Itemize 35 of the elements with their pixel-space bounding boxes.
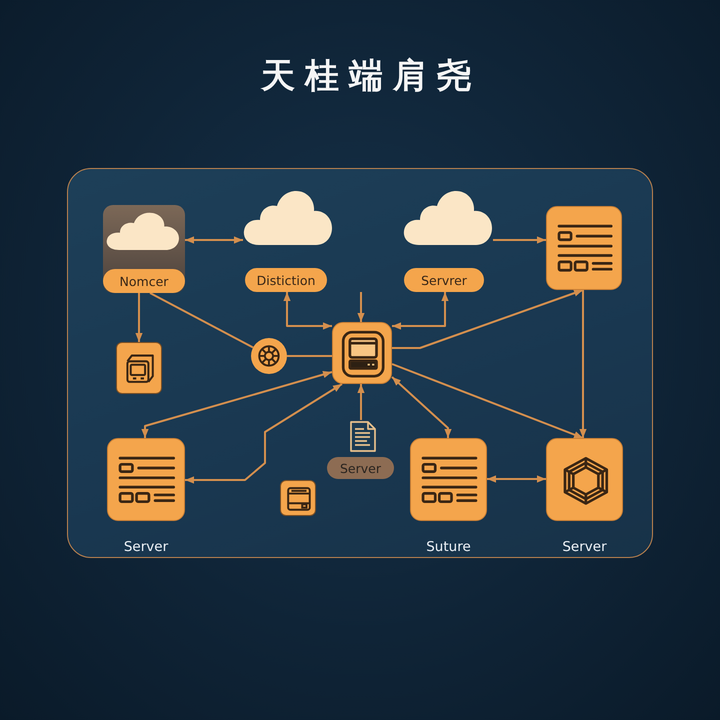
arrow xyxy=(392,289,584,349)
node-caption: Server xyxy=(562,539,607,555)
icon-tile xyxy=(116,342,162,394)
arrow xyxy=(493,236,546,244)
arrow xyxy=(135,293,143,342)
icon-tile xyxy=(280,480,316,516)
connector-line xyxy=(150,292,254,348)
title: 天桂端肩尧 xyxy=(260,56,481,96)
arrow xyxy=(185,236,243,244)
document-icon xyxy=(348,420,378,453)
label-pill: Nomcer xyxy=(103,269,185,293)
icon-tile xyxy=(546,206,622,290)
arrow xyxy=(487,475,546,483)
cloud-tile xyxy=(103,205,185,293)
arrow xyxy=(283,292,332,330)
arrow xyxy=(392,363,584,439)
cloud xyxy=(403,190,493,246)
label-pill: Distiction xyxy=(245,268,327,292)
icon-tile xyxy=(546,438,623,521)
cloud xyxy=(243,190,333,246)
icon-tile xyxy=(332,322,392,384)
arrow xyxy=(357,292,365,322)
arrow xyxy=(185,383,343,484)
arrow xyxy=(579,290,587,438)
icon-tile xyxy=(410,438,487,521)
label-pill: Server xyxy=(327,457,394,479)
label-pill: Servrer xyxy=(404,268,484,292)
arrow xyxy=(392,292,449,330)
node-caption: Suture xyxy=(426,539,471,555)
icon-tile xyxy=(107,438,185,521)
connector-line xyxy=(287,355,332,357)
arrow xyxy=(357,384,365,420)
arrow xyxy=(391,376,452,438)
node-caption: Server xyxy=(124,539,168,555)
arrow xyxy=(141,371,332,438)
